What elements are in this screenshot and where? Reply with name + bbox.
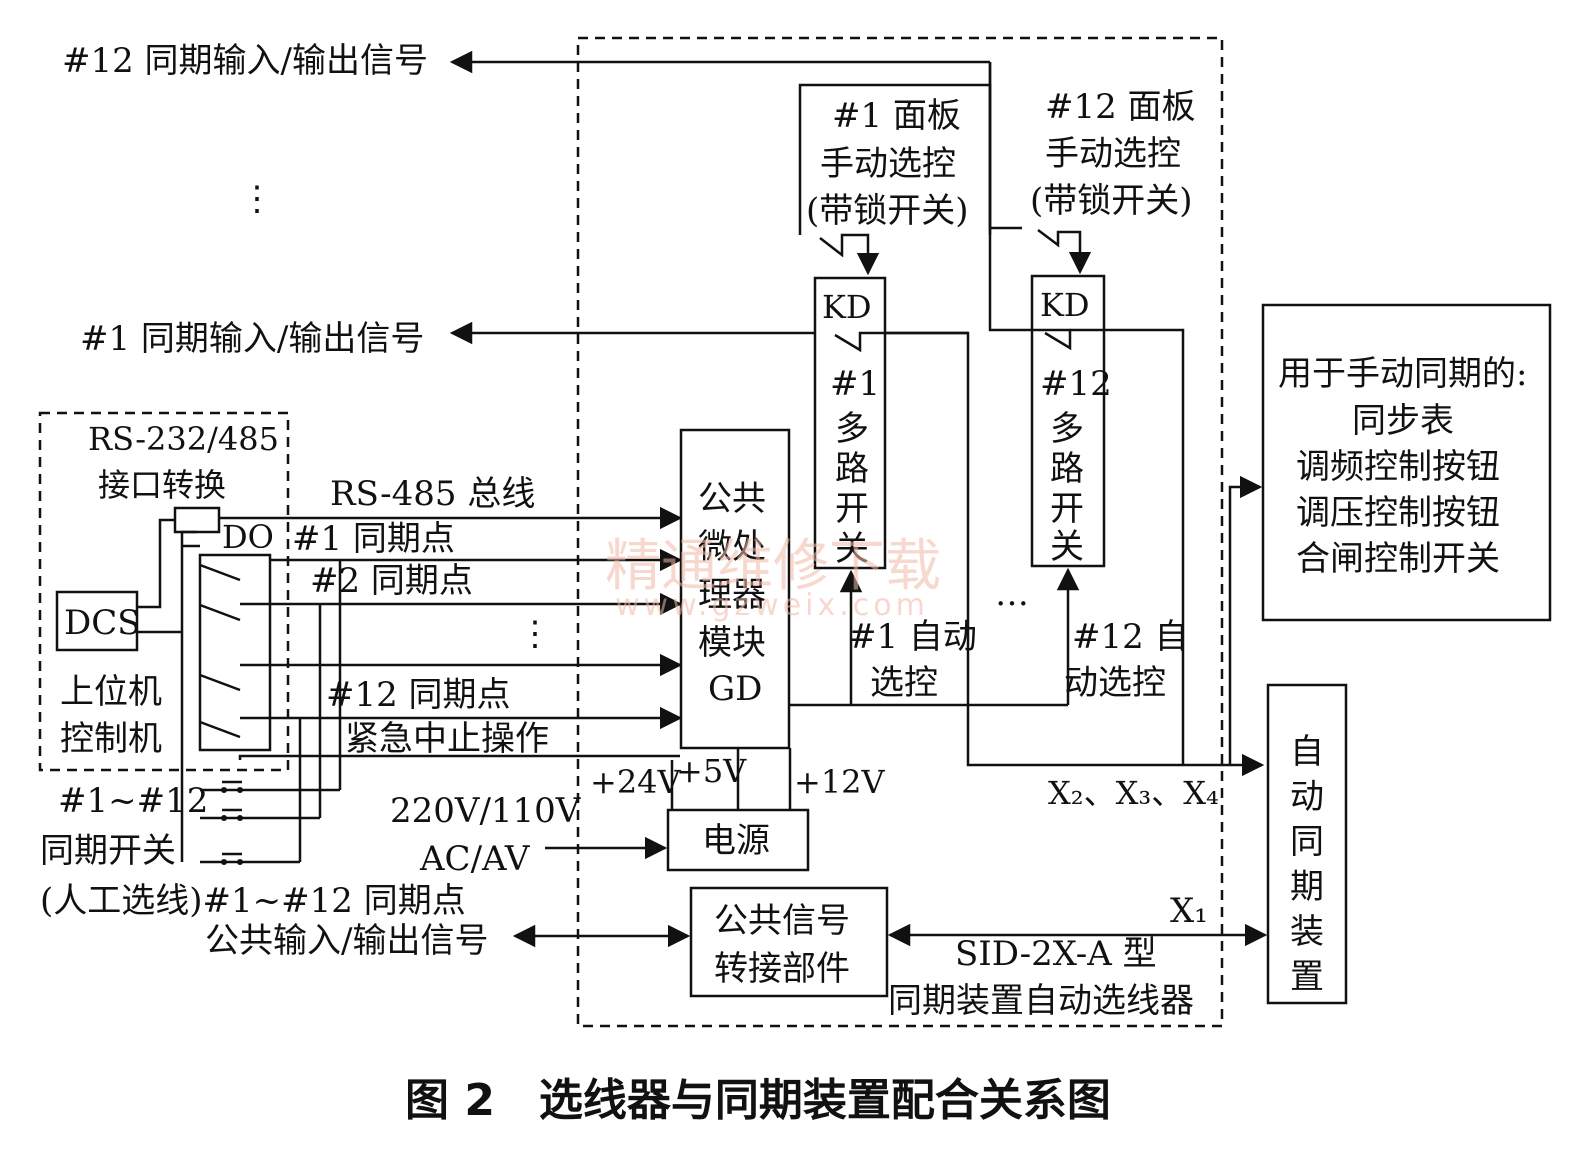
manual-label-4: 调压控制按钮 [1296,493,1500,533]
mux12-label-4: 开 [1050,489,1084,529]
auto-sync-box [1266,683,1348,1005]
estop-label: 紧急中止操作 [345,719,549,759]
cpu-label-4: 模块 [698,623,766,663]
mux1-contact [834,331,1265,777]
power-input-2: AC/AV [419,839,531,879]
panel12-frame [988,62,1022,230]
v5-label: +5V [676,752,747,790]
auto-sync-label-3: 同 [1290,822,1324,862]
mux12-auto-2: 动选控 [1064,663,1166,703]
mux1-label-1: #1 [830,364,880,404]
upper-machine-enclosure [38,411,290,772]
vertical-dots-mid: ⋮ [518,614,552,654]
p12-label: #12 同期点 [326,675,511,715]
do-contacts [199,563,241,739]
mux1-box [813,276,887,570]
common-signal-label-2: 转接部件 [714,949,850,989]
panel12-switch [1037,229,1092,275]
mux12-label-3: 路 [1050,449,1084,489]
iface-converter-box [173,506,221,534]
sig12-io-label: #12 同期输入/输出信号 [62,41,428,81]
mux1-label-4: 开 [835,489,869,529]
v24-label: +24V [590,763,682,801]
mux1-label-2: 多 [835,409,869,449]
panel1-label-1: #1 面板 [832,96,961,136]
v12-label: +12V [794,763,886,801]
sync-switch-label-3: (人工选线)#1~#12 同期点 [40,881,466,921]
do-relay-block [198,553,272,752]
do-label: DO [222,518,274,556]
power-input-1: 220V/110V [390,791,582,831]
common-signal-box [689,886,889,998]
manual-label-1: 用于手动同期的: [1278,354,1527,394]
mux12-label-2: 多 [1050,409,1084,449]
iface-to-bus-wire [180,530,200,548]
mux1-kd: KD [822,288,872,326]
auto-sync-label-1: 自 [1290,732,1324,772]
dcs-label: DCS [64,603,141,643]
cpu-label-1: 公共 [698,479,766,519]
iface-label-2: 接口转换 [98,466,226,504]
mux1-label-5: 关 [835,529,869,569]
mux12-auto-1: #12 自 [1072,617,1189,657]
common-io-label: 公共输入/输出信号 [205,921,488,961]
estop-line [238,754,680,760]
manual-box-feed [1228,475,1263,765]
rs485-label: RS-485 总线 [330,474,535,514]
horizontal-dots: … [995,574,1029,614]
panel1-switch [819,233,880,276]
cpu-label-3: 理器 [698,575,766,615]
enclosure-label-1: SID-2X-A 型 [955,934,1157,974]
upper-machine-label-2: 控制机 [60,719,162,759]
p1-label: #1 同期点 [292,519,455,559]
cpu-label-2: 微处 [698,527,766,567]
mux1-auto-2: 选控 [870,663,938,703]
manual-sync-box [1261,303,1552,622]
sync-switch-contacts [200,560,342,865]
figure-caption: 图 2 选线器与同期装置配合关系图 [405,1075,1111,1126]
enclosure-label-2: 同期装置自动选线器 [888,981,1194,1021]
panel1-label-2: 手动选控 [820,144,956,184]
p2-label: #2 同期点 [310,561,473,601]
mux12-label-1: #12 [1040,364,1112,404]
auto-sync-label-2: 动 [1290,777,1324,817]
panel12-label-3: (带锁开关) [1030,181,1193,221]
mux12-box [1030,274,1106,568]
common-signal-label-1: 公共信号 [714,901,850,941]
cpu-label-5: GD [708,669,762,709]
manual-label-3: 调频控制按钮 [1296,447,1500,487]
sync-switch-label-1: #1~#12 [58,781,208,821]
watermark-cn: 精通维修下载 [605,534,941,599]
manual-label-2: 同步表 [1352,401,1454,441]
cpu-module-box [679,428,791,750]
x1-label: X₁ [1170,891,1208,931]
sig1-io-label: #1 同期输入/输出信号 [80,319,424,359]
power-label: 电源 [702,821,770,861]
panel1-label-3: (带锁开关) [806,191,969,231]
x234-label: X₂、X₃、X₄ [1048,774,1219,812]
mux1-auto-1: #1 自动 [848,617,977,657]
auto-sync-label-5: 装 [1290,912,1324,952]
auto-sync-label-4: 期 [1290,867,1324,907]
sync-switch-label-2: 同期开关 [40,831,176,871]
manual-label-5: 合闸控制开关 [1296,539,1500,579]
dcs-to-iface-wire [137,518,175,609]
panel12-label-1: #12 面板 [1045,87,1196,127]
watermark-url: www.gzweix.com [615,588,929,623]
mux12-label-5: 关 [1050,527,1084,567]
panel12-label-2: 手动选控 [1045,134,1181,174]
upper-machine-label-1: 上位机 [60,672,162,712]
mux12-output [1070,328,1185,765]
mux12-kd: KD [1040,286,1090,324]
iface-label-1: RS-232/485 [88,420,279,458]
dcs-box [55,590,139,652]
auto-sync-label-6: 置 [1290,957,1324,997]
mux1-label-3: 路 [835,449,869,489]
vertical-dots-top: ⋮ [240,179,274,219]
